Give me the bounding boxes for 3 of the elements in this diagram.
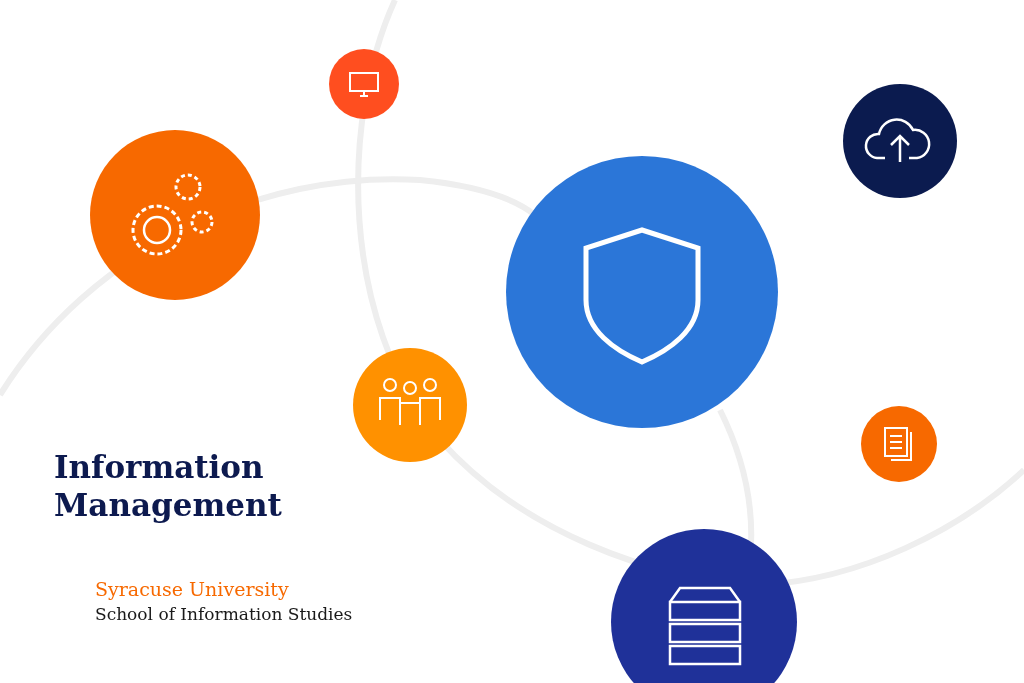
- school-name: School of Information Studies: [95, 604, 353, 624]
- university-name: Syracuse University: [95, 578, 289, 600]
- title: Information Management: [54, 448, 283, 524]
